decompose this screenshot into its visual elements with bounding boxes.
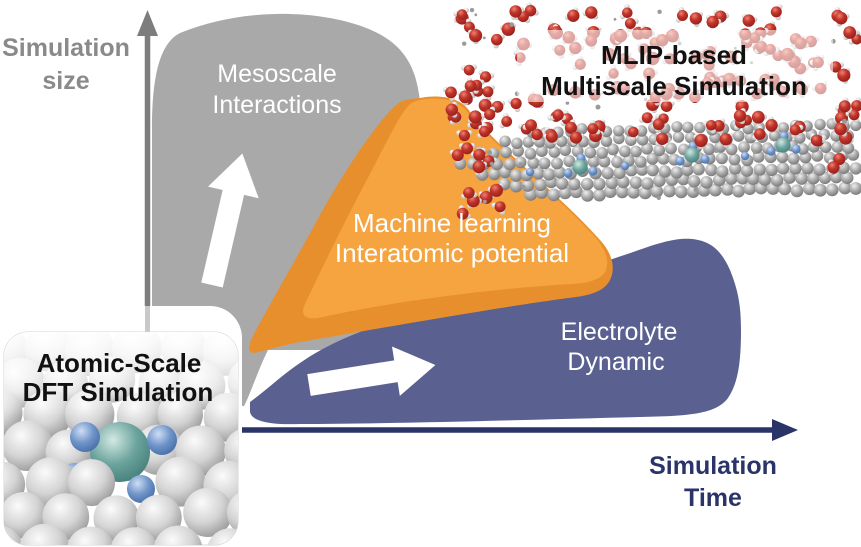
- y-axis-arrowhead-icon: [137, 10, 158, 36]
- dft-inset-label-line2: DFT Simulation: [23, 377, 214, 407]
- mlip-inset-label-line1: MLIP-based: [601, 40, 747, 70]
- electrolyte-label-line2: Dynamic: [567, 348, 664, 376]
- mlip-inset-label-box: [517, 30, 833, 102]
- y-axis-label-line1: Simulation: [2, 34, 130, 62]
- mlip-region-facet: [303, 98, 608, 319]
- right-arrow-icon: [307, 346, 436, 396]
- mesoscale-label-line2: Interactions: [212, 91, 341, 119]
- up-arrow-icon: [201, 153, 259, 288]
- y-axis-stub: [145, 306, 150, 334]
- mlip-inset-label-line2: Multiscale Simulation: [541, 71, 807, 101]
- mlip-label-line2: Interatomic potential: [335, 238, 569, 268]
- y-axis-label-line2: size: [42, 67, 89, 95]
- mlip-inset-image: MLIP-based Multiscale Simulation: [443, 2, 861, 220]
- x-axis-arrowhead-icon: [772, 419, 798, 441]
- dft-inset-image: Atomic-Scale DFT Simulation: [3, 331, 239, 546]
- mlip-label-line1: Machine learning: [353, 208, 551, 238]
- mesoscale-label-line1: Mesoscale: [217, 60, 337, 88]
- electrolyte-label-line1: Electrolyte: [561, 318, 678, 346]
- x-axis-label-line2: Time: [684, 484, 742, 512]
- x-axis-label-line1: Simulation: [649, 452, 777, 480]
- dft-inset-label-line1: Atomic-Scale: [37, 348, 202, 378]
